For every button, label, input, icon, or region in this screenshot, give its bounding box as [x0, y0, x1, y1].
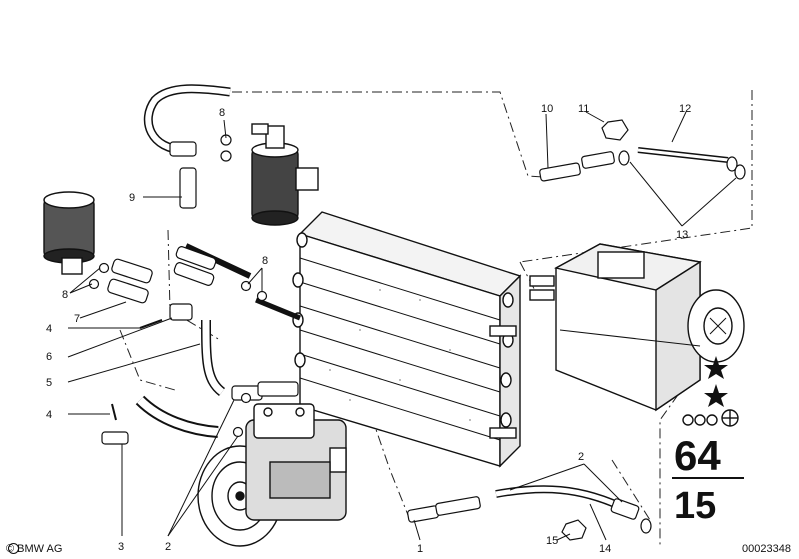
- callout-14: 14: [599, 543, 611, 555]
- compressor: [197, 403, 347, 547]
- pressure-canister: [43, 191, 95, 275]
- receiver-drier: [251, 123, 319, 226]
- star-icon: [704, 384, 728, 407]
- star-icon: [704, 356, 728, 379]
- callout-9: 9: [129, 192, 135, 204]
- callout-7: 7: [74, 313, 80, 325]
- callout-15: 15: [546, 535, 558, 547]
- callout-2-left: 2: [165, 541, 171, 553]
- callout-13: 13: [676, 229, 688, 241]
- callout-5: 5: [46, 377, 52, 389]
- callout-2-right: 2: [578, 451, 584, 463]
- group-code-main: 64: [674, 432, 721, 479]
- group-code-sub: 15: [674, 485, 716, 527]
- callout-1: 1: [417, 543, 423, 555]
- callout-4-upper: 4: [46, 323, 52, 335]
- callouts: 1 2 2 3 4 4 5 6 7 8 8 8 9 10 11 12 13 14…: [46, 103, 691, 555]
- callout-12: 12: [679, 103, 691, 115]
- callout-8-mid: 8: [262, 255, 268, 267]
- leader-lines: [67, 111, 737, 541]
- hoses: [135, 84, 729, 514]
- evaporator-housing: [529, 243, 745, 412]
- condenser: [292, 211, 522, 468]
- callout-6: 6: [46, 351, 52, 363]
- fittings: [88, 119, 746, 541]
- group-code-block: 64 15: [672, 356, 744, 527]
- callout-3: 3: [118, 541, 124, 553]
- callout-8-left: 8: [62, 289, 68, 301]
- callout-11: 11: [578, 103, 589, 115]
- copyright-text: © BMW AG: [6, 543, 63, 555]
- diagram-part-number: 00023348: [742, 543, 791, 555]
- vehicle-symbol-icon: [682, 409, 739, 427]
- callout-10: 10: [541, 103, 553, 115]
- bmw-logo-icon: [8, 543, 19, 554]
- callout-8-top: 8: [219, 107, 225, 119]
- callout-4-lower: 4: [46, 409, 52, 421]
